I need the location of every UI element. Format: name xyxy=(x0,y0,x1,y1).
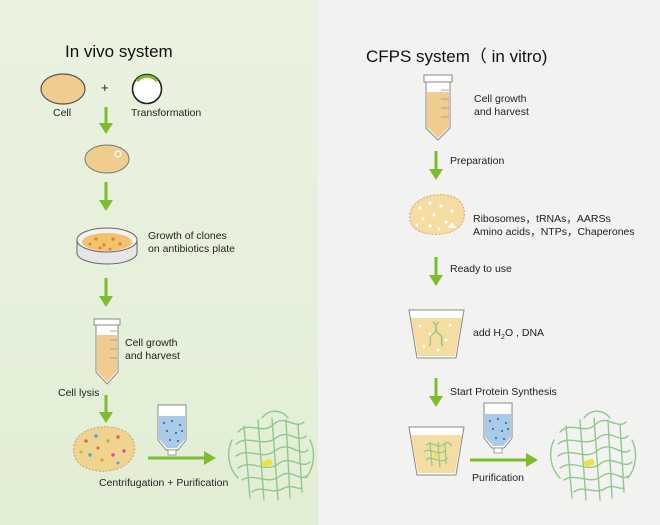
cell-extract-icon xyxy=(409,194,465,235)
arrow-down-icon xyxy=(99,278,113,307)
centrifuge-tube-icon xyxy=(423,74,453,141)
protein-chromophore xyxy=(261,458,273,468)
add-water-dna-label: add H2O , DNA xyxy=(473,327,544,344)
centrifuge-tube-icon xyxy=(93,318,121,385)
transformation-label: Transformation xyxy=(131,107,202,119)
arrow-right-icon xyxy=(470,453,538,467)
in-vivo-title: In vivo system xyxy=(65,42,173,61)
cell-icon xyxy=(40,73,86,105)
add-suffix: O , DNA xyxy=(504,327,545,339)
arrow-down-icon xyxy=(99,395,113,423)
growth-of-clones-label: Growth of clones on antibiotics plate xyxy=(148,230,235,255)
arrow-down-icon xyxy=(429,378,443,407)
arrow-right-icon xyxy=(148,451,216,465)
extract-components-label: Ribosomes，tRNAs，AARSs Amino acids，NTPs，C… xyxy=(473,213,635,238)
arrow-down-icon xyxy=(429,151,443,180)
reaction-cup-icon xyxy=(408,309,465,359)
cfps-purification-label: Purification xyxy=(472,472,524,484)
water-subscript: 2 xyxy=(501,334,505,342)
centrifugation-purification-label: Centrifugation + Purification xyxy=(99,477,229,489)
purification-column-icon xyxy=(483,402,513,454)
ready-to-use-label: Ready to use xyxy=(450,263,512,275)
add-prefix: add H xyxy=(473,327,502,339)
cell-lysis-label: Cell lysis xyxy=(58,387,100,399)
protein-chromophore xyxy=(583,458,595,468)
cfps-cell-growth-label: Cell growth and harvest xyxy=(474,93,529,118)
plasmid-icon xyxy=(131,73,163,105)
arrow-down-icon xyxy=(99,107,113,134)
protein-structure-icon xyxy=(227,410,315,501)
plus-sign: + xyxy=(101,80,109,95)
arrow-down-icon xyxy=(429,257,443,286)
transformed-cell-icon xyxy=(84,144,130,174)
cell-label: Cell xyxy=(53,107,72,119)
cfps-title: CFPS system（ in vitro) xyxy=(366,47,548,66)
in-vivo-cell-growth-label: Cell growth and harvest xyxy=(125,337,180,362)
protein-structure-icon xyxy=(549,410,637,501)
start-protein-synthesis-label: Start Protein Synthesis xyxy=(450,386,557,398)
reaction-cup-with-protein-icon xyxy=(408,426,465,476)
lysed-cell-icon xyxy=(73,426,136,472)
arrow-down-icon xyxy=(99,182,113,211)
preparation-label: Preparation xyxy=(450,155,505,167)
petri-dish-icon xyxy=(76,227,138,265)
purification-column-icon xyxy=(157,404,187,456)
